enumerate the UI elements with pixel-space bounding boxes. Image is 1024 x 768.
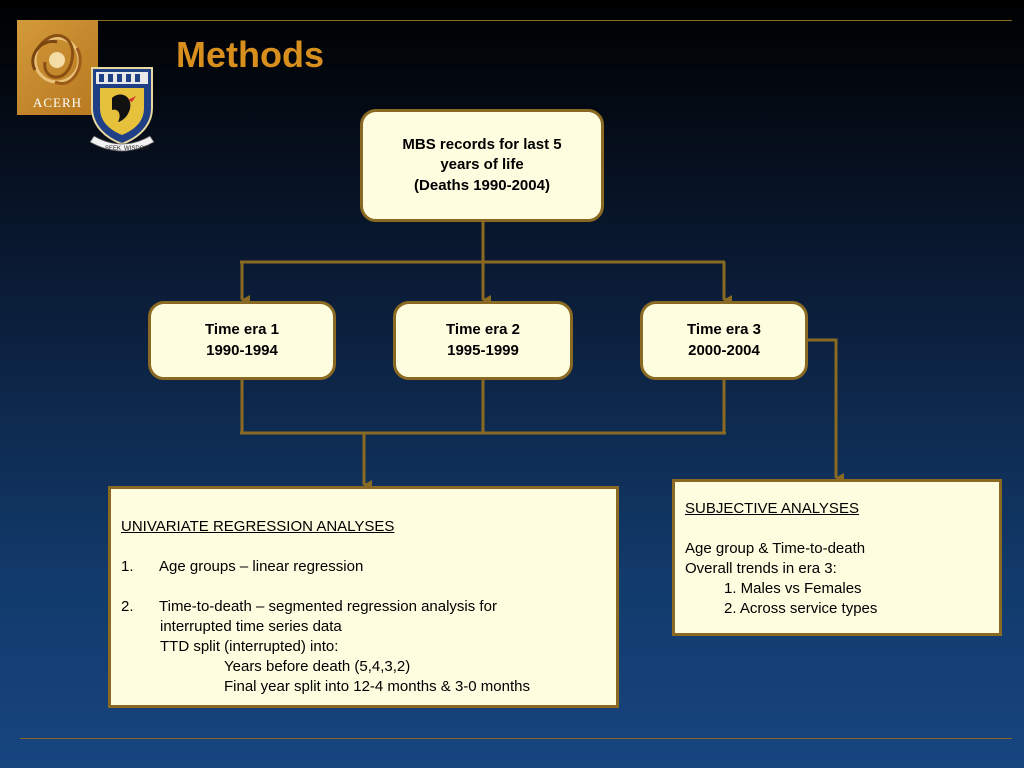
item-2-continuation-1: interrupted time series data xyxy=(160,618,342,635)
univariate-item-2: 2. Time-to-death – segmented regression a… xyxy=(121,597,606,617)
era1-years: 1990-1994 xyxy=(206,341,278,359)
mbs-line-1: MBS records for last 5 xyxy=(402,136,562,154)
subjective-analyses-panel: SUBJECTIVE ANALYSES Age group & Time-to-… xyxy=(672,479,1002,636)
top-divider xyxy=(98,20,1012,21)
subjective-line-1: Age group & Time-to-death xyxy=(685,540,866,557)
acerh-knot-icon xyxy=(31,34,82,85)
item-2-number: 2. xyxy=(121,598,134,615)
mbs-records-node: MBS records for last 5 years of life (De… xyxy=(360,109,604,222)
subjective-heading: SUBJECTIVE ANALYSES xyxy=(685,500,859,517)
univariate-item-1: 1. Age groups – linear regression xyxy=(121,557,606,577)
subjective-line-4: 2. Across service types xyxy=(724,600,878,617)
time-era-3-node: Time era 3 2000-2004 xyxy=(640,301,808,380)
subjective-line-3: 1. Males vs Females xyxy=(724,580,862,597)
time-era-2-node: Time era 2 1995-1999 xyxy=(393,301,573,380)
crest-motto-left: SEEK xyxy=(105,146,121,152)
era2-years: 1995-1999 xyxy=(447,341,519,359)
university-crest-icon: SEEK WISDOM xyxy=(89,67,155,152)
mbs-line-3: (Deaths 1990-2004) xyxy=(414,176,550,194)
crest-motto-right: WISDOM xyxy=(124,146,149,152)
acerh-logo: ACERH xyxy=(17,20,98,115)
acerh-label: ACERH xyxy=(32,95,83,110)
item-2-sub-1: Years before death (5,4,3,2) xyxy=(224,658,411,675)
item-2-text: Time-to-death – segmented regression ana… xyxy=(159,598,497,615)
item-2-continuation-2: TTD split (interrupted) into: xyxy=(160,638,339,655)
era3-years: 2000-2004 xyxy=(688,341,760,359)
univariate-heading: UNIVARIATE REGRESSION ANALYSES xyxy=(121,518,395,535)
era2-label: Time era 2 xyxy=(446,321,520,339)
time-era-1-node: Time era 1 1990-1994 xyxy=(148,301,336,380)
item-1-text: Age groups – linear regression xyxy=(159,558,364,575)
era3-label: Time era 3 xyxy=(687,321,761,339)
arrow-to-subjective xyxy=(808,338,844,483)
item-1-number: 1. xyxy=(121,558,134,575)
bottom-divider xyxy=(20,738,1012,739)
page-title: Methods xyxy=(176,34,324,75)
subjective-line-2: Overall trends in era 3: xyxy=(685,560,837,577)
mbs-line-2: years of life xyxy=(440,156,524,174)
item-2-sub-2: Final year split into 12-4 months & 3-0 … xyxy=(224,678,530,695)
univariate-analyses-panel: UNIVARIATE REGRESSION ANALYSES 1. Age gro… xyxy=(108,486,619,708)
era1-label: Time era 1 xyxy=(205,321,279,339)
